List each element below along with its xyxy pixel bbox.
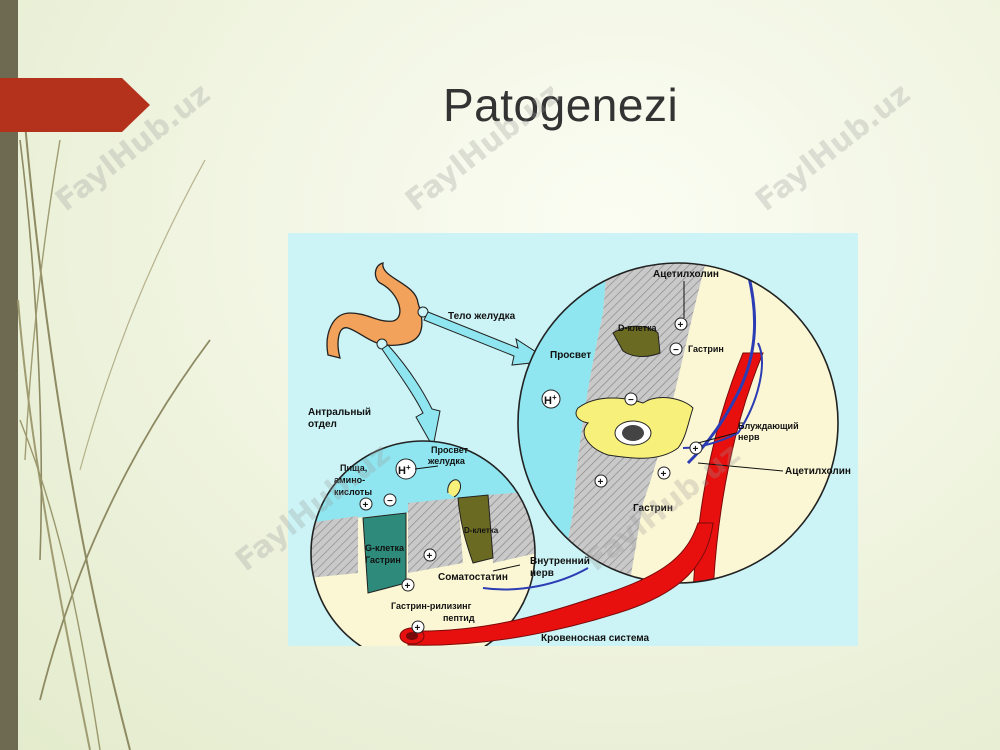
pathogenesis-figure: + − − + + + + − + + + H+ H+ Тело желудка Прос… bbox=[288, 233, 858, 646]
label-prosvet: Просвет bbox=[550, 350, 591, 361]
label-inner-nerve-2: нерв bbox=[530, 568, 554, 579]
grass-decoration bbox=[17, 89, 211, 750]
label-blood-system: Кровеносная система bbox=[541, 633, 650, 644]
signal-signs: + − − + + + + − + + + bbox=[363, 320, 699, 634]
label-d-cell-big: D-клетка bbox=[618, 323, 658, 333]
label-grp-1: Гастрин-рилизинг bbox=[391, 601, 472, 611]
label-g-cell-2: Гастрин bbox=[365, 555, 401, 565]
arrow-to-antrum bbox=[381, 344, 441, 449]
svg-text:+: + bbox=[363, 500, 369, 511]
label-pointers bbox=[414, 281, 784, 572]
label-prosvet-zh-1: Просвет bbox=[431, 445, 469, 455]
svg-text:−: − bbox=[387, 496, 393, 507]
label-vagus-2: нерв bbox=[738, 432, 760, 442]
svg-text:+: + bbox=[661, 469, 667, 480]
label-acetylcholine-mid: Ацетилхолин bbox=[785, 466, 851, 477]
label-prosvet-zh-2: желудка bbox=[427, 456, 466, 466]
h-plus-antrum: H+ bbox=[398, 463, 411, 477]
label-inner-nerve-1: Внутренний bbox=[530, 556, 590, 567]
label-vagus-1: Блуждающий bbox=[738, 421, 799, 431]
label-g-cell-1: G-клетка bbox=[365, 543, 405, 553]
label-food-3: кислоты bbox=[334, 487, 372, 497]
svg-text:+: + bbox=[693, 444, 699, 455]
signal-markers bbox=[359, 317, 703, 634]
left-accent-bar bbox=[0, 0, 18, 750]
label-antral-2: отдел bbox=[308, 419, 337, 430]
label-gastrin-bottom: Гастрин bbox=[633, 503, 673, 514]
slide-title: Patogenezi bbox=[443, 79, 679, 131]
label-d-cell-small: D-клетка bbox=[464, 526, 499, 535]
label-food-1: Пища, bbox=[340, 463, 367, 473]
h-plus-body: H+ bbox=[544, 393, 557, 407]
svg-text:+: + bbox=[678, 320, 684, 331]
svg-text:+: + bbox=[415, 623, 421, 634]
stomach-illustration bbox=[326, 262, 423, 359]
label-antral-1: Антральный bbox=[308, 407, 371, 418]
svg-text:+: + bbox=[598, 477, 604, 488]
svg-text:−: − bbox=[628, 395, 634, 406]
svg-text:+: + bbox=[427, 551, 433, 562]
antrum-mucosa-circle bbox=[311, 441, 535, 646]
label-gastrin-top: Гастрин bbox=[688, 344, 724, 354]
label-acetylcholine-top: Ацетилхолин bbox=[653, 269, 719, 280]
svg-text:+: + bbox=[405, 581, 411, 592]
blood-vessel bbox=[407, 522, 714, 646]
label-food-2: амино- bbox=[334, 475, 365, 485]
svg-text:−: − bbox=[673, 345, 679, 356]
label-somatostatin: Соматостатин bbox=[438, 572, 508, 583]
label-telo: Тело желудка bbox=[448, 311, 516, 322]
red-arrow-tab bbox=[0, 78, 150, 132]
watermark: FaylHub.uz bbox=[748, 76, 918, 219]
label-grp-2: пептид bbox=[443, 613, 475, 623]
